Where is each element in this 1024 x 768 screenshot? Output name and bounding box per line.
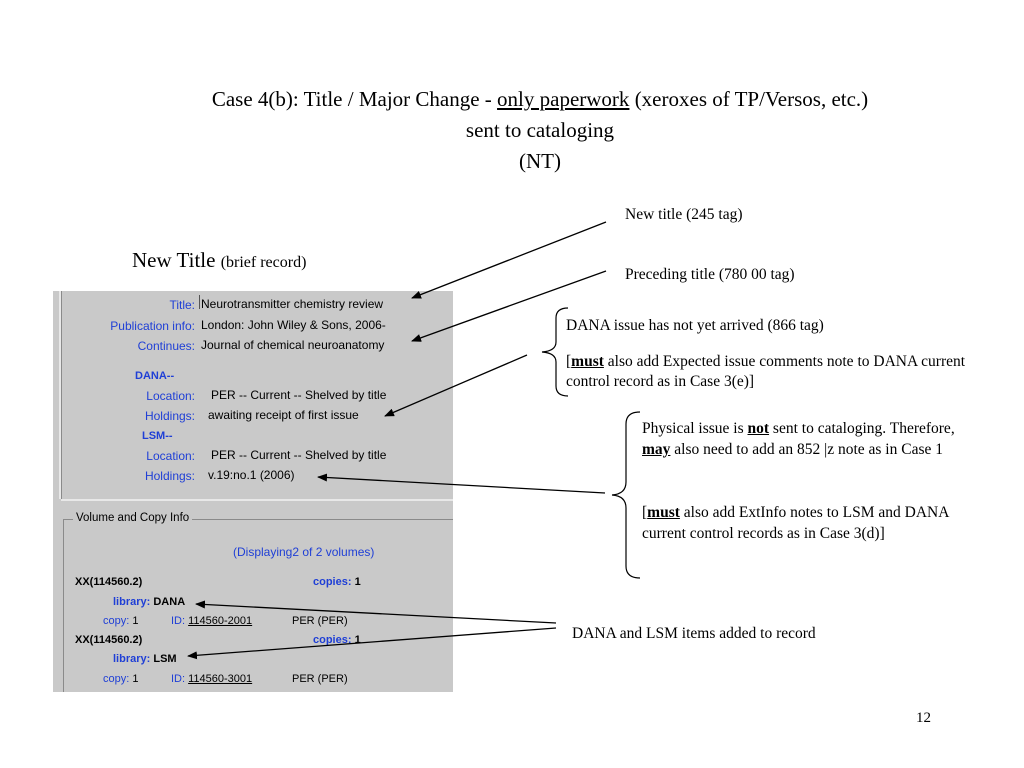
item-1-copy: copy: 1 (103, 615, 139, 627)
dana-header: DANA-- (135, 370, 175, 382)
volume-group-label: Volume and Copy Info (73, 512, 193, 524)
item-2-id: ID: 114560-3001 (171, 673, 253, 685)
item-1-library: library: DANA (113, 596, 186, 608)
dana-must-annotation: [must also add Expected issue comments n… (566, 353, 966, 390)
dana-issue-annotation: DANA issue has not yet arrived (866 tag) (566, 317, 824, 334)
item-1-location: PER (PER) (292, 615, 348, 627)
title-field-label: Title: (169, 298, 195, 312)
new-title-label: New Title (132, 248, 216, 272)
title-part-1: Case 4(b): Title / Major Change - (211, 87, 498, 111)
page-number: 12 (916, 710, 931, 726)
lsm-location-value: PER -- Current -- Shelved by title (211, 448, 387, 462)
new-title-annotation: New title (245 tag) (625, 206, 743, 223)
volume-group-box (63, 519, 453, 692)
displaying-count: (Displaying2 of 2 volumes) (233, 545, 375, 559)
items-added-annotation: DANA and LSM items added to record (572, 625, 816, 642)
catalog-record-screenshot: Title: Neurotransmitter chemistry review… (53, 291, 453, 692)
dana-holdings-label: Holdings: (144, 409, 195, 423)
continues-field-value: Journal of chemical neuroanatomy (201, 338, 385, 352)
new-title-heading: New Title (brief record) (132, 248, 306, 273)
dana-holdings-value: awaiting receipt of first issue (208, 408, 359, 422)
preceding-title-annotation: Preceding title (780 00 tag) (625, 266, 795, 283)
item-2-call-number: XX(114560.2) (75, 634, 143, 646)
lsm-holdings-label: Holdings: (144, 469, 195, 483)
dana-location-value: PER -- Current -- Shelved by title (211, 388, 387, 402)
brief-record-label: (brief record) (220, 254, 307, 271)
lsm-header: LSM-- (142, 430, 173, 442)
title-line-3: (NT) (519, 149, 561, 173)
continues-field-label: Continues: (137, 339, 195, 353)
title-line-2: sent to cataloging (465, 118, 615, 142)
extinfo-annotation: [must also add ExtInfo notes to LSM and … (642, 504, 949, 542)
pubinfo-field-label: Publication info: (110, 319, 195, 333)
title-part-2: (xeroxes of TP/Versos, etc.) (629, 87, 869, 111)
pubinfo-field-value: London: John Wiley & Sons, 2006- (201, 318, 386, 332)
brace-dana (541, 307, 569, 397)
item-1-copies: copies: 1 (313, 576, 361, 588)
item-2-library: library: LSM (113, 653, 177, 665)
title-underlined: only paperwork (497, 87, 630, 111)
item-1-id: ID: 114560-2001 (171, 615, 253, 627)
dana-location-label: Location: (146, 389, 195, 403)
brace-physical (611, 411, 641, 579)
item-2-copies: copies: 1 (313, 634, 361, 646)
item-1-call-number: XX(114560.2) (75, 576, 143, 588)
item-2-copy: copy: 1 (103, 673, 139, 685)
slide-title: Case 4(b): Title / Major Change - only p… (0, 84, 1024, 177)
item-2-location: PER (PER) (292, 673, 348, 685)
title-field-value: Neurotransmitter chemistry review (201, 297, 384, 311)
arrow-new-title (411, 221, 607, 299)
lsm-location-label: Location: (146, 449, 195, 463)
physical-issue-annotation: Physical issue is not sent to cataloging… (642, 420, 955, 458)
lsm-holdings-value: v.19:no.1 (2006) (208, 468, 295, 482)
